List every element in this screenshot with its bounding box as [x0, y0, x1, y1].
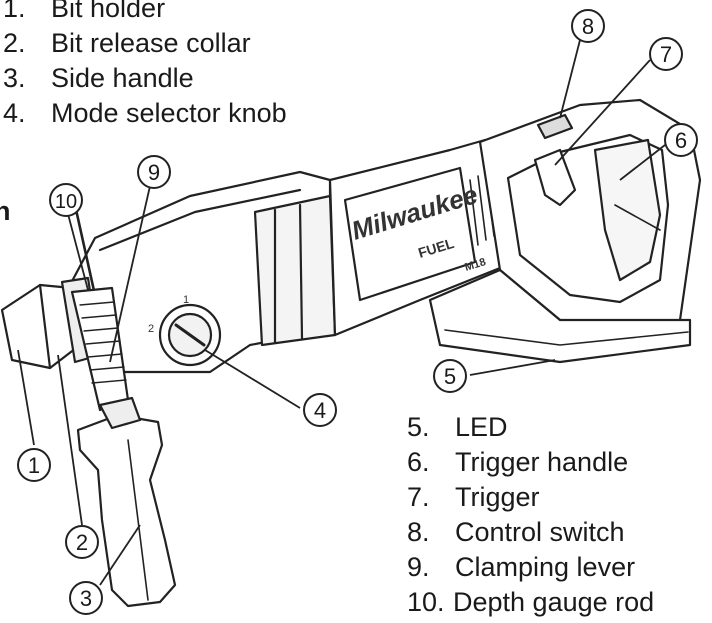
bit-holder-ring	[38, 283, 52, 370]
legend-item-number: 10.	[407, 587, 445, 617]
callout-circle	[17, 448, 51, 482]
legend-item-number: 4.	[3, 98, 26, 128]
callout-3: 3	[69, 581, 103, 615]
legend-item: 7. Trigger	[407, 480, 654, 515]
clamp-thread	[79, 301, 127, 384]
legend-item-label: Side handle	[51, 63, 194, 93]
motor-block	[253, 194, 337, 347]
legend-top: 1. Bit holder 2. Bit release collar 3. Side h…	[3, 0, 287, 131]
callout-number: 10	[55, 191, 77, 213]
callout-number: 6	[675, 128, 687, 153]
legend-item-label: LED	[455, 412, 508, 442]
legend-item-number: 6.	[407, 447, 430, 477]
leader-10	[67, 213, 89, 291]
control-switch	[536, 113, 574, 140]
callout-number: 7	[660, 42, 672, 67]
motor-housing-inner	[343, 166, 477, 302]
callout-circle	[303, 393, 337, 427]
trigger	[533, 148, 577, 207]
mode-selector-ridge	[174, 323, 206, 347]
legend-bottom: 5. LED 6. Trigger handle 7. Trigger 8. Control …	[407, 410, 654, 620]
callout-number: 9	[148, 160, 160, 185]
callout-number: 8	[582, 14, 594, 39]
callout-number: 4	[314, 398, 326, 423]
legend-item-label: Depth gauge rod	[453, 587, 655, 617]
legend-item-label: Clamping lever	[455, 552, 636, 582]
clipped-heading-fragment: n	[0, 196, 11, 226]
legend-item-number: 8.	[407, 517, 430, 547]
legend-item-number: 1.	[3, 0, 26, 23]
callout-circle	[649, 37, 683, 71]
legend-item-label: Trigger handle	[455, 447, 629, 477]
leader-8	[559, 39, 581, 119]
callout-number: 5	[444, 364, 456, 389]
callout-7: 7	[649, 37, 683, 71]
callout-number: 2	[76, 530, 88, 555]
callout-circle	[137, 155, 171, 189]
legend-item: 1. Bit holder	[3, 0, 287, 26]
legend-item-label: Trigger	[455, 482, 540, 512]
leader-2	[57, 354, 83, 526]
side-handle-cap	[98, 396, 142, 430]
legend-item: 8. Control switch	[407, 515, 654, 550]
legend-item: 4. Mode selector knob	[3, 96, 287, 131]
battery-line	[444, 329, 689, 346]
callout-circle	[664, 123, 698, 157]
motor-block-face	[273, 203, 304, 344]
callout-circle	[49, 183, 83, 217]
callout-number: 3	[80, 586, 92, 611]
leader-3	[99, 524, 141, 586]
grip	[593, 138, 662, 282]
mode-mark-2: 2	[148, 323, 154, 335]
legend-item: 3. Side handle	[3, 61, 287, 96]
legend-item: 2. Bit release collar	[3, 26, 287, 61]
callout-9: 9	[137, 155, 171, 189]
callout-circle	[65, 525, 99, 559]
callout-4: 4	[303, 393, 337, 427]
callout-circle	[69, 581, 103, 615]
legend-item-number: 5.	[407, 412, 430, 442]
callouts: 1 2 3 4 5 6 7 8 9 10	[17, 9, 698, 615]
callout-number: 1	[28, 453, 40, 478]
callout-circle	[433, 359, 467, 393]
leader-5	[469, 359, 556, 376]
callout-1: 1	[17, 448, 51, 482]
callout-10: 10	[49, 183, 83, 217]
grip-line	[614, 204, 661, 231]
side-handle	[76, 413, 177, 608]
legend-item-label: Mode selector knob	[51, 98, 287, 128]
callout-6: 6	[664, 123, 698, 157]
callout-5: 5	[433, 359, 467, 393]
leader-6	[619, 144, 666, 181]
legend-item: 10. Depth gauge rod	[407, 585, 654, 620]
side-handle-grip-line	[127, 439, 149, 601]
legend-item: 5. LED	[407, 410, 654, 445]
legend-item-label: Control switch	[455, 517, 625, 547]
legend-item: 9. Clamping lever	[407, 550, 654, 585]
mode-mark-1: 1	[183, 294, 189, 306]
legend-item-number: 7.	[407, 482, 430, 512]
callout-2: 2	[65, 525, 99, 559]
housing-ridge	[98, 188, 302, 252]
leader-1	[17, 349, 35, 446]
legend-item: 6. Trigger handle	[407, 445, 654, 480]
model-badge: M18	[463, 256, 487, 274]
leader-7	[554, 59, 651, 166]
legend-item-label: Bit release collar	[51, 28, 251, 58]
legend-item-label: Bit holder	[51, 0, 166, 23]
legend-item-number: 3.	[3, 63, 26, 93]
callout-8: 8	[571, 9, 605, 43]
leader-4	[204, 349, 301, 409]
leader-9	[109, 185, 151, 363]
legend-item-number: 9.	[407, 552, 430, 582]
callout-circle	[571, 9, 605, 43]
legend-item-number: 2.	[3, 28, 26, 58]
